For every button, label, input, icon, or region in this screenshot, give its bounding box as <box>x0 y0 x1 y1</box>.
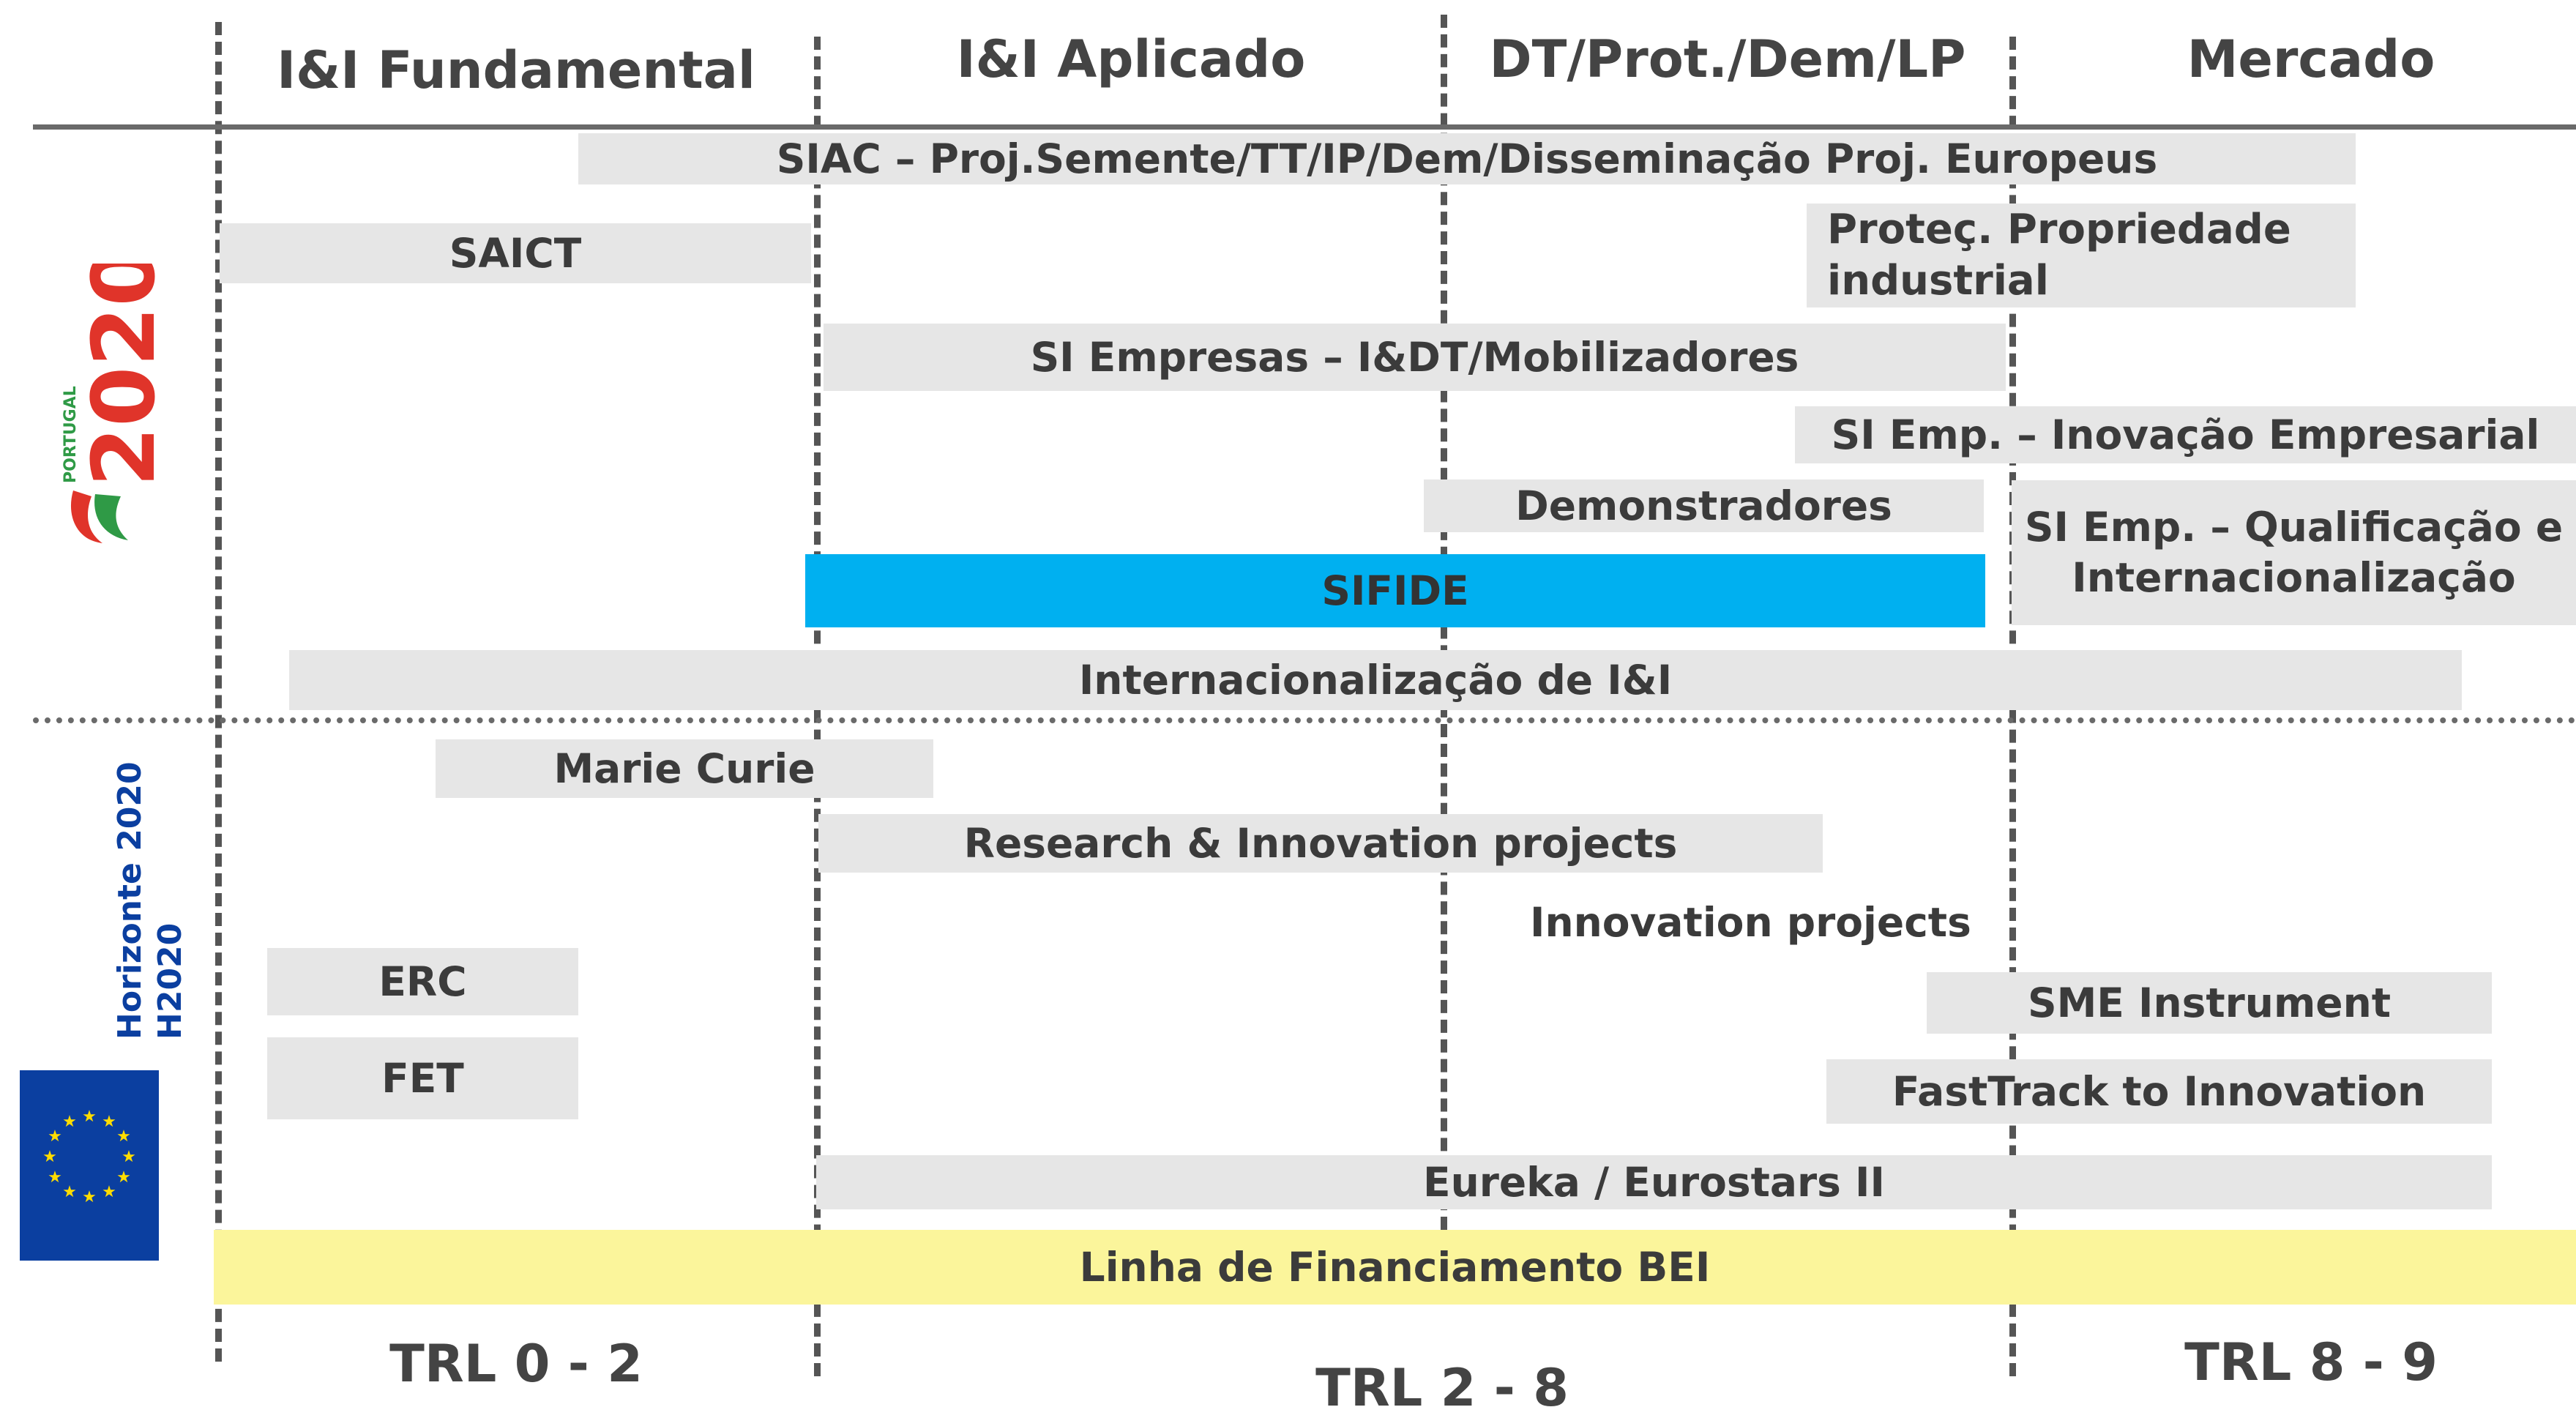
header-aplicado: I&I Aplicado <box>956 29 1306 89</box>
bar-erc: ERC <box>267 948 578 1015</box>
svg-text:★: ★ <box>122 1148 136 1166</box>
header-mercado: Mercado <box>2187 29 2435 89</box>
svg-text:2020: 2020 <box>73 264 157 487</box>
svg-text:★: ★ <box>48 1168 62 1187</box>
bar-sme-instrument: SME Instrument <box>1927 972 2492 1034</box>
eu-flag-icon: ★ ★ ★ ★ ★ ★ ★ ★ ★ ★ ★ ★ <box>20 1070 159 1261</box>
svg-text:★: ★ <box>62 1113 77 1131</box>
bar-eureka: Eureka / Eurostars II <box>816 1155 2492 1209</box>
svg-text:★: ★ <box>48 1127 62 1146</box>
h2020-label: Horizonte 2020 H2020 <box>110 761 190 1040</box>
svg-text:★: ★ <box>102 1113 116 1131</box>
portugal-2020-logo: 2020 PORTUGAL <box>61 247 174 549</box>
svg-text:★: ★ <box>82 1188 97 1206</box>
svg-text:★: ★ <box>62 1183 77 1201</box>
svg-text:★: ★ <box>102 1183 116 1201</box>
bar-protec-propriedade: Proteç. Propriedade industrial <box>1807 204 2356 307</box>
svg-text:★: ★ <box>42 1148 57 1166</box>
bar-internacionalizacao: Internacionalização de I&I <box>289 650 2462 710</box>
h2020-label-line1: Horizonte 2020 <box>111 761 149 1040</box>
bar-si-qualificacao: SI Emp. – Qualificação e Internacionaliz… <box>2012 480 2576 625</box>
bar-fasttrack: FastTrack to Innovation <box>1826 1059 2492 1124</box>
header-fundamental: I&I Fundamental <box>277 40 755 100</box>
bar-si-inovacao: SI Emp. – Inovação Empresarial <box>1795 406 2576 463</box>
bar-fet: FET <box>267 1037 578 1119</box>
bar-sifide: SIFIDE <box>805 554 1985 627</box>
svg-text:PORTUGAL: PORTUGAL <box>62 386 80 483</box>
header-separator <box>33 124 2576 130</box>
label-innovation-projects: Innovation projects <box>1530 899 1971 946</box>
trl-2-8: TRL 2 - 8 <box>1315 1358 1569 1418</box>
svg-text:★: ★ <box>82 1108 97 1126</box>
h2020-label-line2: H2020 <box>152 922 189 1040</box>
svg-text:★: ★ <box>116 1127 131 1146</box>
column-divider <box>215 22 222 1362</box>
bar-marie-curie: Marie Curie <box>436 739 933 798</box>
svg-text:★: ★ <box>116 1168 131 1187</box>
program-separator <box>33 717 2576 723</box>
bar-bei: Linha de Financiamento BEI <box>214 1230 2576 1305</box>
trl-8-9: TRL 8 - 9 <box>2184 1332 2438 1392</box>
bar-saict: SAICT <box>220 223 811 283</box>
bar-demonstradores: Demonstradores <box>1424 479 1984 532</box>
bar-research-innovation: Research & Innovation projects <box>818 814 1823 873</box>
bar-siac: SIAC – Proj.Semente/TT/IP/Dem/Disseminaç… <box>578 133 2356 184</box>
trl-0-2: TRL 0 - 2 <box>389 1334 643 1394</box>
bar-si-empresas: SI Empresas – I&DT/Mobilizadores <box>824 324 2006 391</box>
header-dt-prot: DT/Prot./Dem/LP <box>1489 29 1966 89</box>
